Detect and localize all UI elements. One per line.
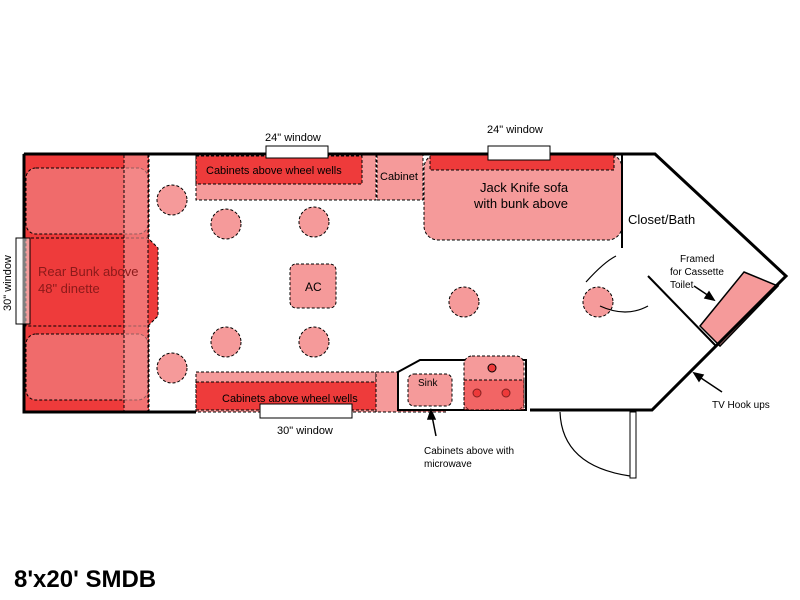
- framed-label-line1: Framed: [680, 254, 714, 265]
- cabinets-top-inner: [195, 155, 363, 185]
- sink: [407, 373, 453, 407]
- microwave-cabinet: [463, 379, 525, 411]
- bath-wall: [647, 275, 717, 347]
- bath-door-swing: [599, 305, 649, 313]
- floor-markers: [156, 184, 614, 384]
- cabinets-bottom-label: Cabinets above wheel wells: [222, 393, 358, 405]
- microwave-label-line1: Cabinets above with: [424, 446, 514, 457]
- microwave-label-line2: microwave: [424, 459, 472, 470]
- entry-door: [629, 411, 637, 479]
- window-top-right: [487, 145, 551, 161]
- sofa-label-line1: Jack Knife sofa: [480, 180, 569, 195]
- window-top-left: [265, 145, 329, 159]
- callout-arrows: [426, 285, 723, 437]
- ac-unit: [289, 263, 337, 309]
- tv-hookups-label: TV Hook ups: [712, 400, 770, 411]
- window-bottom-label: 30" window: [277, 425, 333, 437]
- closet-bath-label: Closet/Bath: [628, 212, 695, 227]
- cabinets-top-label: Cabinets above wheel wells: [206, 165, 342, 177]
- rear-bunk-label-line2: 48" dinette: [38, 281, 100, 296]
- ac-label: AC: [305, 280, 322, 294]
- rear-bunk-divider: [123, 153, 149, 413]
- window-rear-label: 30" window: [2, 255, 14, 311]
- model-title: 8'x20' SMDB: [14, 566, 157, 593]
- window-bottom: [259, 403, 353, 419]
- entry-door-swing: [559, 411, 631, 477]
- burner-1: [487, 363, 497, 373]
- sofa-label-line2: with bunk above: [473, 196, 568, 211]
- sink-label: Sink: [418, 378, 438, 389]
- framed-label-line3: Toilet: [670, 280, 694, 291]
- toilet-frame: [698, 271, 780, 348]
- window-top-left-label: 24" window: [265, 132, 321, 144]
- window-rear: [15, 237, 31, 325]
- rear-bunk-label-line1: Rear Bunk above: [38, 264, 138, 279]
- window-top-right-label: 24" window: [487, 124, 543, 136]
- framed-label-line2: for Cassette: [670, 267, 724, 278]
- cabinet-label: Cabinet: [380, 171, 418, 183]
- closet-door-swing: [585, 255, 617, 283]
